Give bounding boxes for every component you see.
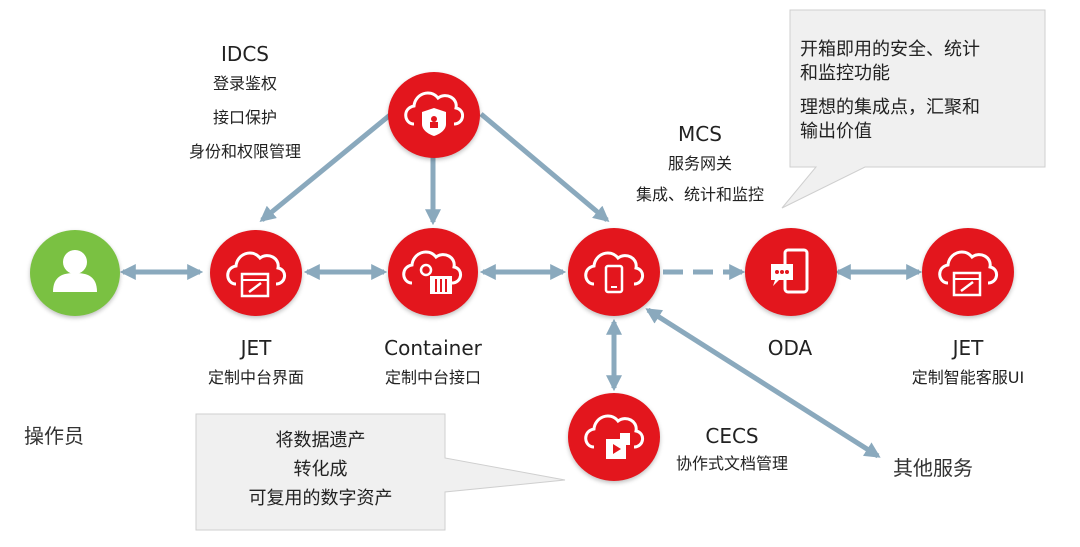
cloud-gear-icon — [402, 250, 462, 294]
jet-left-line-1: 定制中台界面 — [207, 368, 304, 387]
callout-top-line-3: 理想的集成点，汇聚和 — [800, 97, 980, 118]
jet-left-label: JET 定制中台界面 — [176, 336, 336, 391]
idcs-title: IDCS — [221, 42, 269, 66]
mcs-line-1: 服务网关 — [667, 154, 732, 173]
connector-idcs-jet — [259, 113, 392, 223]
callout-top-line-4: 输出价值 — [800, 121, 872, 142]
idcs-node[interactable] — [388, 72, 480, 158]
oda-label: ODA — [720, 336, 860, 360]
other-services-title: 其他服务 — [893, 456, 973, 480]
idcs-line-2: 接口保护 — [212, 108, 277, 127]
cecs-title: CECS — [705, 424, 759, 448]
jet-right-title: JET — [952, 336, 984, 360]
oda-node[interactable] — [745, 228, 837, 316]
cecs-label: CECS 协作式文档管理 — [652, 424, 812, 477]
other-services-label: 其他服务 — [893, 452, 973, 481]
cloud-shield-icon — [404, 91, 464, 136]
jet-right-node[interactable] — [922, 228, 1014, 316]
operator-label: 操作员 — [24, 420, 84, 449]
callout-bottom-left: 将数据遗产 转化成 可复用的数字资产 — [190, 408, 570, 533]
container-label: Container 定制中台接口 — [353, 336, 513, 391]
cloud-mobile-icon — [584, 251, 644, 294]
callout-top-line-1: 开箱即用的安全、统计 — [800, 39, 980, 60]
user-icon — [53, 250, 97, 292]
operator-node[interactable] — [30, 230, 120, 316]
jet-left-title: JET — [240, 336, 272, 360]
cecs-line-1: 协作式文档管理 — [675, 454, 788, 473]
cecs-node[interactable] — [568, 393, 660, 481]
mcs-line-2: 集成、统计和监控 — [635, 185, 764, 204]
mcs-label: MCS 服务网关 集成、统计和监控 — [610, 122, 790, 208]
callout-bottom-line-1: 将数据遗产 — [275, 430, 366, 451]
idcs-line-3: 身份和权限管理 — [188, 142, 301, 161]
callout-top-right: 开箱即用的安全、统计 和监控功能 理想的集成点，汇聚和 输出价值 — [780, 0, 1080, 215]
mcs-title: MCS — [678, 122, 722, 146]
callout-bottom-line-3: 可复用的数字资产 — [248, 488, 393, 509]
chat-phone-icon — [771, 248, 809, 294]
container-node[interactable] — [388, 228, 478, 316]
idcs-label: IDCS 登录鉴权 接口保护 身份和权限管理 — [165, 42, 325, 165]
jet-right-label: JET 定制智能客服UI — [878, 336, 1058, 391]
jet-right-line-1: 定制智能客服UI — [911, 368, 1025, 387]
operator-title: 操作员 — [24, 424, 84, 448]
oda-title: ODA — [767, 336, 813, 360]
callout-top-line-2: 和监控功能 — [800, 63, 890, 84]
idcs-line-1: 登录鉴权 — [212, 74, 277, 93]
connector-idcs-mcs — [479, 112, 610, 223]
cloud-edit-icon — [938, 250, 998, 297]
mcs-node[interactable] — [568, 228, 660, 316]
callout-bottom-line-2: 转化成 — [293, 459, 348, 480]
cloud-document-icon — [584, 414, 644, 459]
container-line-1: 定制中台接口 — [384, 368, 481, 387]
cloud-edit-icon — [226, 251, 286, 298]
container-title: Container — [384, 336, 482, 360]
connector-mcs-other — [645, 307, 881, 459]
jet-left-node[interactable] — [210, 230, 302, 316]
